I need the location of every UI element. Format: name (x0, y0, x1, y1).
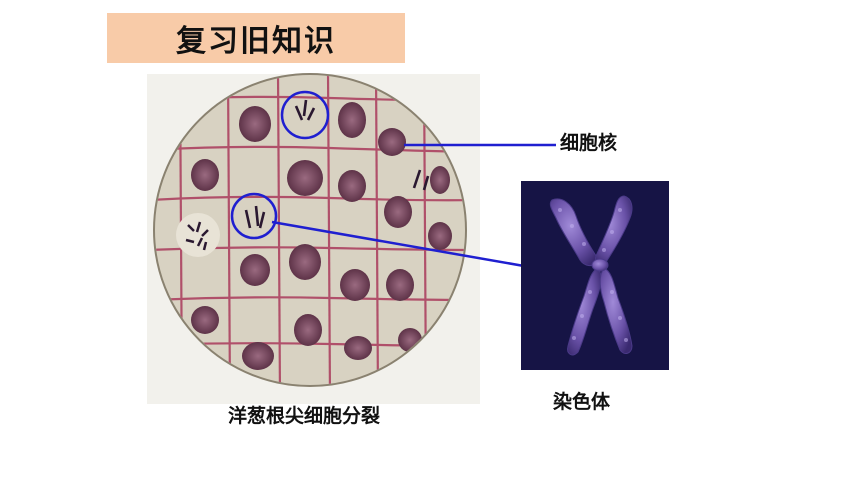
dividing-cell-left (176, 213, 220, 257)
highlight-circle-left (230, 192, 278, 240)
mitotic-chromosomes (244, 99, 430, 229)
micrograph (153, 73, 467, 387)
micrograph-caption: 洋葱根尖细胞分裂 (228, 405, 381, 427)
chromosome-texture (558, 208, 628, 342)
cell-nuclei (191, 102, 452, 370)
highlight-circle-top (280, 90, 330, 140)
slide-title: 复习旧知识 (176, 24, 336, 59)
chromosome-leader-line (271, 220, 525, 268)
nucleus-label: 细胞核 (560, 132, 618, 154)
chromosome-panel (521, 181, 669, 370)
chromosome-illustration (549, 195, 633, 356)
title-banner: 复习旧知识 (107, 13, 405, 63)
chromosome-label: 染色体 (553, 391, 611, 413)
